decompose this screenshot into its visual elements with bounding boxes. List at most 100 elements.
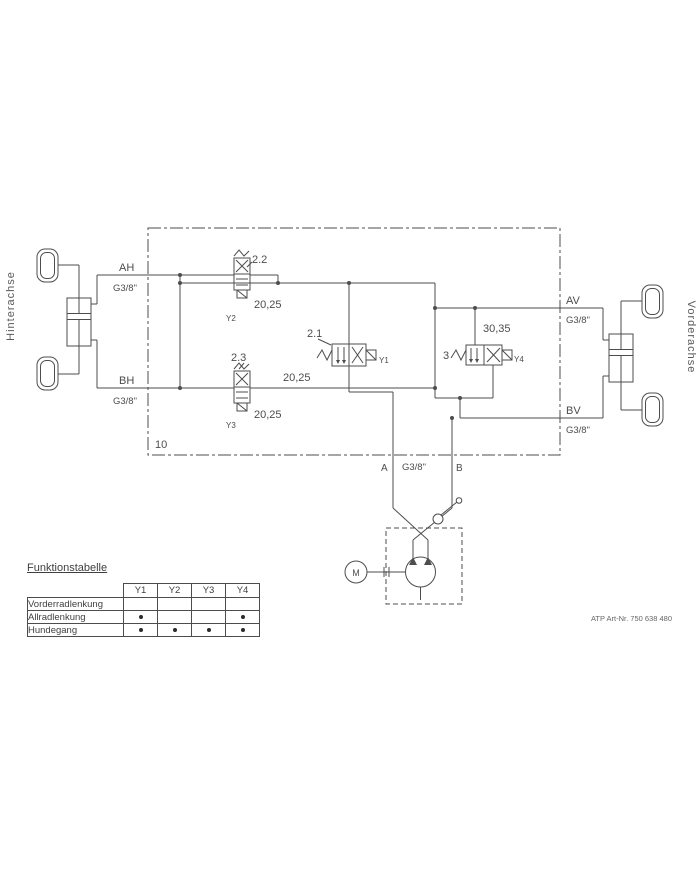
- front-axle-label: Vorderachse: [685, 301, 697, 374]
- mark-cell: [157, 597, 192, 611]
- valve-y1-id: 2.1: [307, 328, 322, 340]
- col-header-y3: Y3: [191, 583, 226, 598]
- table-row: Vorderradlenkung: [27, 597, 260, 611]
- mark-dot: [138, 627, 143, 632]
- port-ab-size: G3/8": [402, 462, 426, 473]
- spring-icon: [450, 348, 467, 362]
- valve-y1-coil: Y1: [379, 356, 389, 365]
- valve-y2-id: 2.2: [252, 254, 267, 266]
- cylinder-ports: [91, 275, 98, 388]
- function-table-block: Funktionstabelle Y1 Y2 Y3 Y4 Vorderradle…: [27, 562, 260, 637]
- mark-cell: [191, 623, 226, 637]
- valve-y4-note: 30,35: [483, 323, 511, 335]
- port-bv-label: BV: [566, 405, 581, 417]
- rear-axle-group: [36, 248, 98, 391]
- port-bv-size: G3/8": [566, 425, 590, 436]
- row-label: Allradlenkung: [27, 610, 124, 624]
- front-axle-group: [602, 284, 664, 427]
- flow-arrow: [424, 557, 432, 565]
- tire-inner: [40, 360, 55, 387]
- hand-lever-icon: [440, 501, 458, 516]
- valve-y4-coil: Y4: [514, 355, 524, 364]
- port-ah-label: AH: [119, 262, 134, 274]
- solenoid-icon: [365, 349, 377, 361]
- port-ah-size: G3/8": [113, 283, 137, 294]
- solenoid-icon: [236, 289, 248, 299]
- solenoid-icon: [501, 349, 513, 361]
- mark-cell: [157, 610, 192, 624]
- mark-dot: [206, 627, 211, 632]
- coupling: [383, 567, 390, 577]
- table-row: Hundegang: [27, 623, 260, 637]
- mark-cell: [123, 623, 158, 637]
- pump-icon: [405, 556, 436, 588]
- solenoid-icon: [236, 402, 248, 412]
- hydraulic-lines: [97, 274, 603, 541]
- motor-label: M: [352, 568, 360, 578]
- mark-cell: [191, 610, 226, 624]
- port-b-label: B: [456, 463, 463, 474]
- port-bh-size: G3/8": [113, 396, 137, 407]
- piston: [609, 334, 633, 382]
- rear-axle-label: Hinterachse: [5, 271, 17, 341]
- valve-y3-symbol: [233, 362, 251, 412]
- leader-line: [317, 338, 332, 346]
- row-label: Vorderradlenkung: [27, 597, 124, 611]
- col-header-y2: Y2: [157, 583, 192, 598]
- tire-inner: [645, 288, 660, 315]
- mark-dot: [138, 614, 143, 619]
- valve-y1-symbol: [316, 338, 377, 367]
- mark-cell: [123, 610, 158, 624]
- mark-cell: [225, 597, 260, 611]
- col-header-y1: Y1: [123, 583, 158, 598]
- power-unit-group: [344, 497, 463, 605]
- tie-rods: [58, 264, 80, 375]
- function-table: Y1 Y2 Y3 Y4 Vorderradlenkung Allradlenku…: [27, 583, 260, 637]
- blank-header-cell: [28, 584, 124, 598]
- cylinder-ports: [602, 308, 609, 418]
- valve-y3-note: 20,25: [254, 409, 282, 421]
- flow-arrow: [409, 557, 417, 565]
- mark-cell: [225, 610, 260, 624]
- mark-cell: [157, 623, 192, 637]
- valve-y4-id: 3: [443, 350, 449, 362]
- art-number: ATP Art-Nr. 750 638 480: [590, 614, 672, 623]
- junction-dots: [178, 273, 477, 420]
- valve-y3-coil: Y3: [226, 421, 236, 430]
- row-label: Hundegang: [27, 623, 124, 637]
- tie-rods: [620, 300, 642, 411]
- valve-y4-symbol: [450, 344, 513, 366]
- port-av-label: AV: [566, 295, 581, 307]
- valve-y2-symbol: [233, 249, 253, 299]
- tire-inner: [645, 396, 660, 423]
- mark-cell: [225, 623, 260, 637]
- mark-cell: [191, 597, 226, 611]
- labels: Hinterachse Vorderachse AH G3/8" BH G3/8…: [5, 254, 697, 578]
- port-bh-label: BH: [119, 375, 134, 387]
- enclosure-label: 10: [155, 439, 167, 451]
- function-table-title: Funktionstabelle: [27, 562, 108, 574]
- pump-unit-boundary: [385, 527, 463, 605]
- enclosure-boundary: [147, 227, 561, 456]
- port-a-label: A: [381, 463, 388, 474]
- valve-y2-coil: Y2: [226, 314, 236, 323]
- piston: [67, 298, 91, 346]
- spring-icon: [316, 348, 333, 362]
- mark-cell: [123, 597, 158, 611]
- valve-y3-id: 2.3: [231, 352, 246, 364]
- mark-dot: [240, 614, 245, 619]
- valve-ball-icon: [432, 513, 444, 525]
- mark-dot: [172, 627, 177, 632]
- leader-line: [238, 362, 245, 370]
- leader-line: [246, 261, 253, 268]
- col-header-y4: Y4: [225, 583, 260, 598]
- table-row: Allradlenkung: [27, 610, 260, 624]
- valve-y1-note: 20,25: [283, 372, 311, 384]
- mark-dot: [240, 627, 245, 632]
- valve-y2-note: 20,25: [254, 299, 282, 311]
- spring-icon: [233, 249, 250, 257]
- lever-knob-icon: [455, 497, 463, 504]
- port-av-size: G3/8": [566, 315, 590, 326]
- table-header-row: Y1 Y2 Y3 Y4: [28, 583, 260, 598]
